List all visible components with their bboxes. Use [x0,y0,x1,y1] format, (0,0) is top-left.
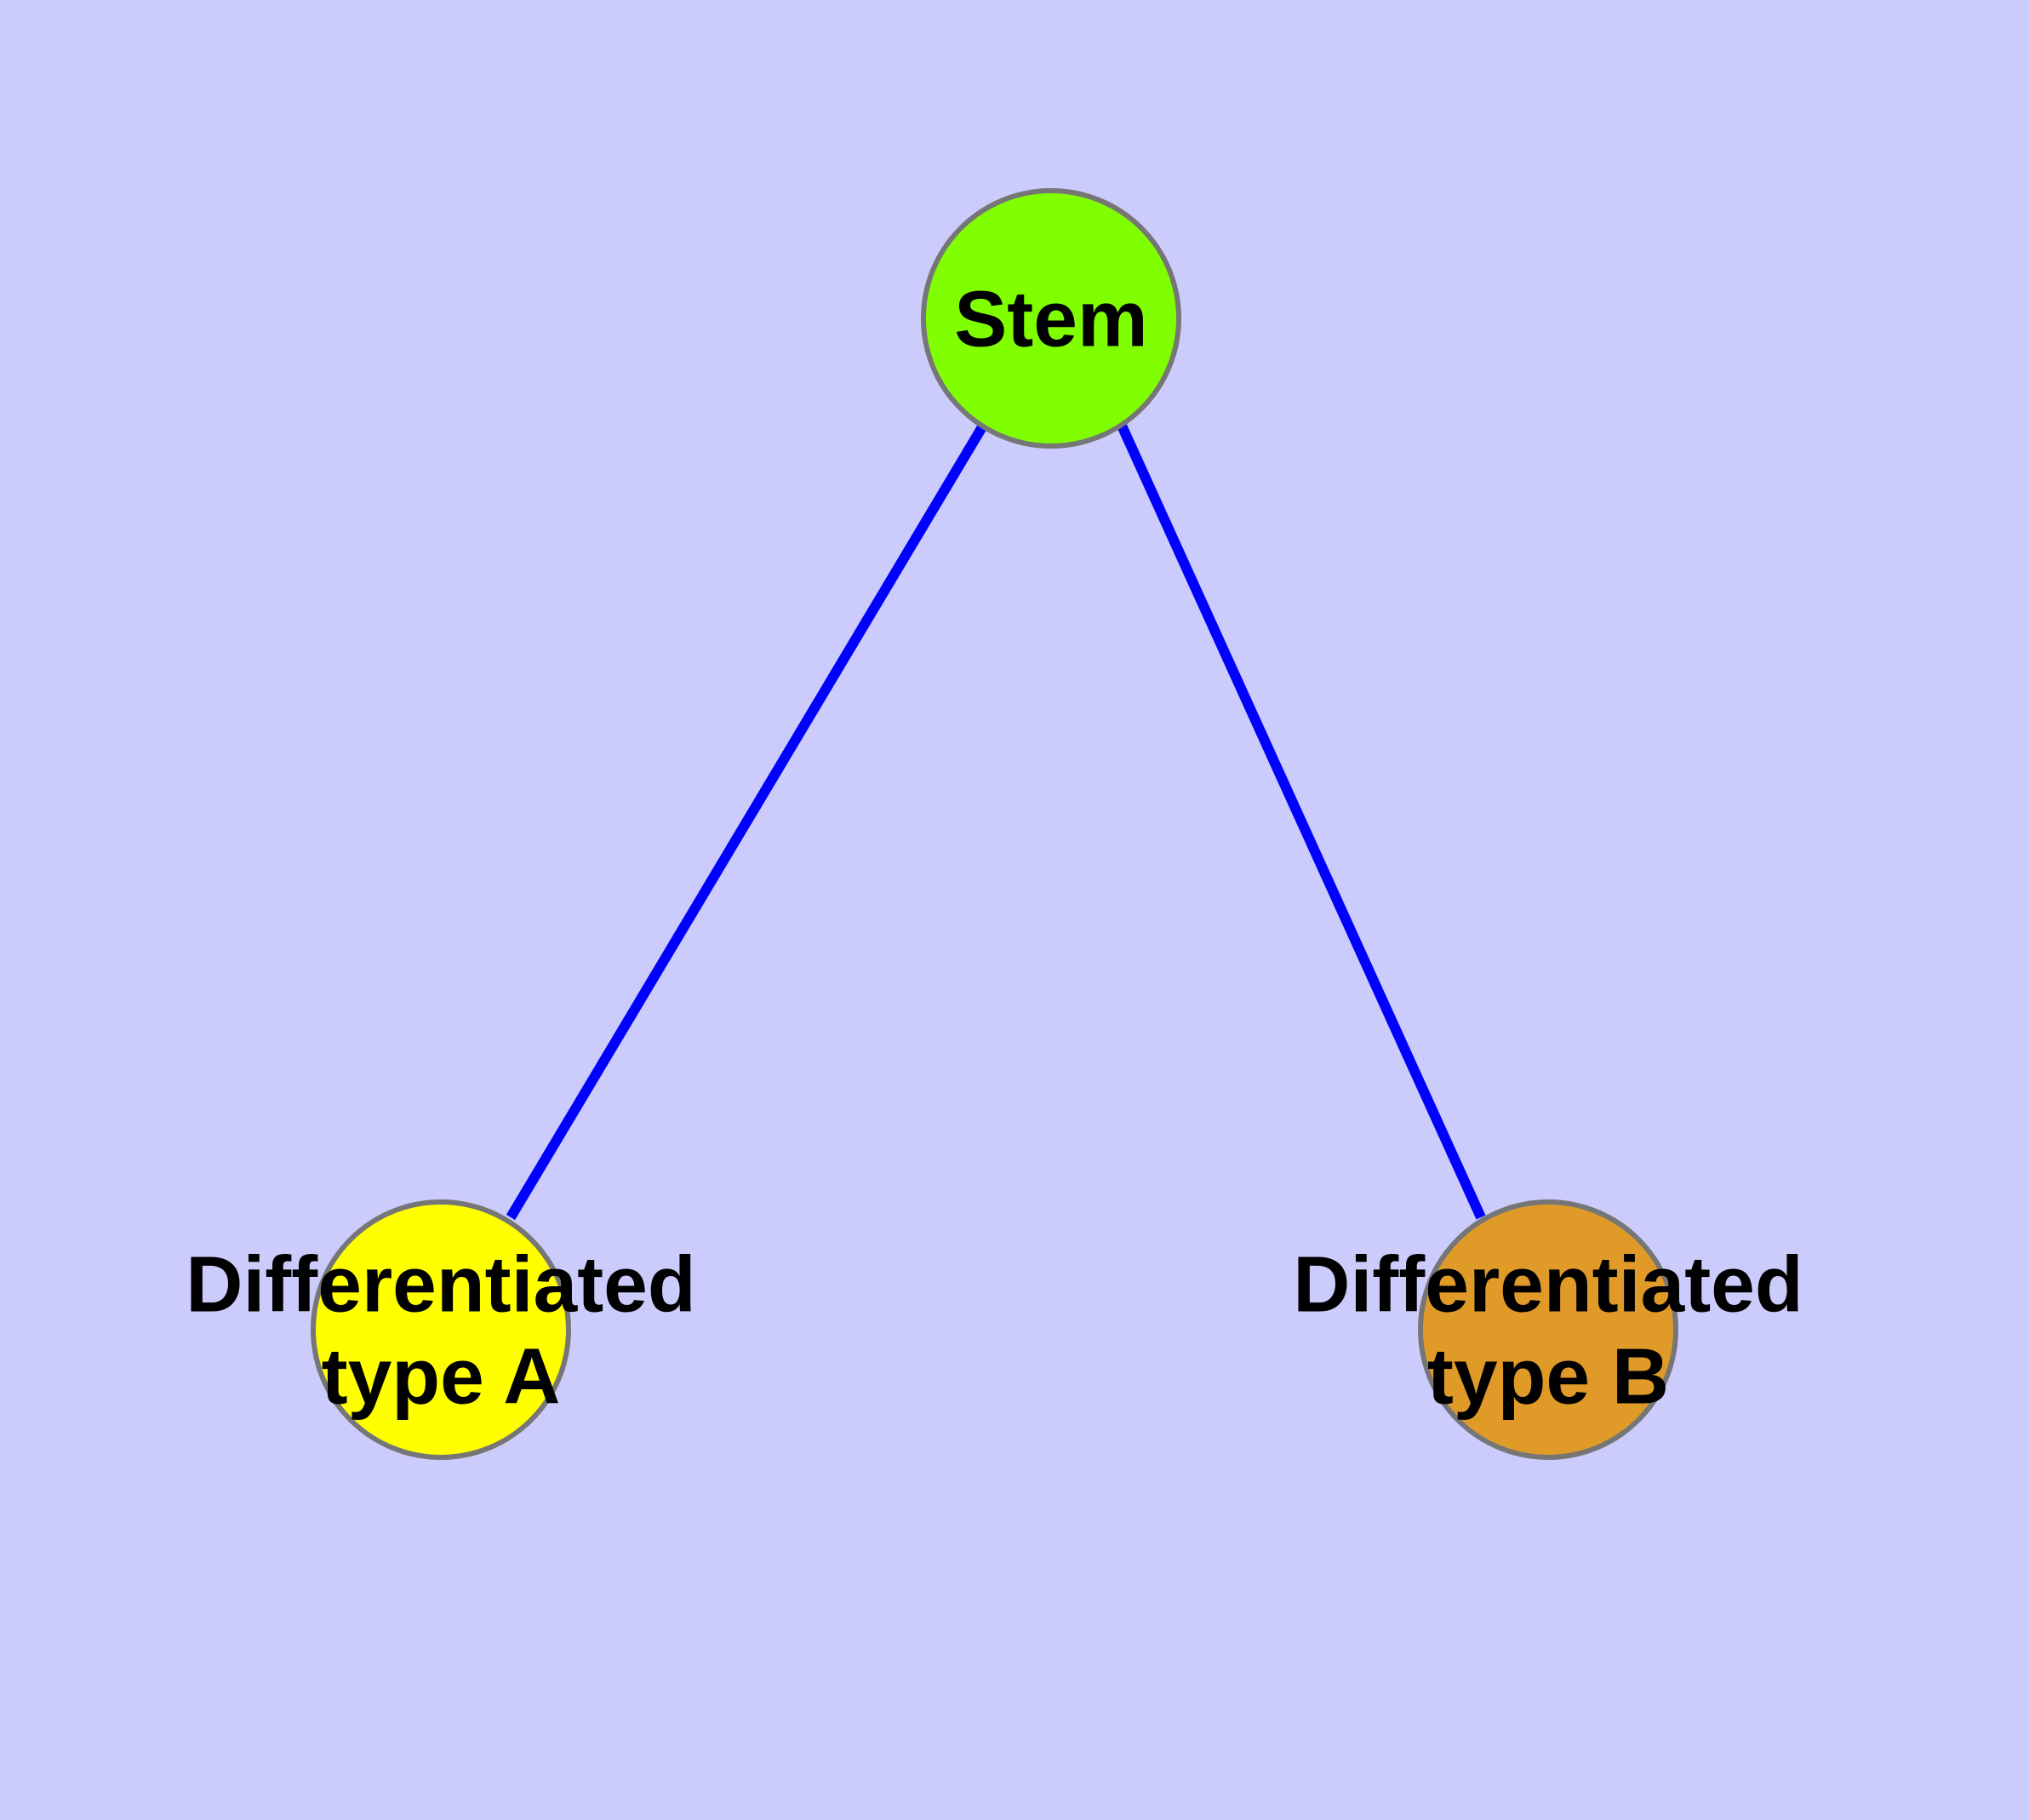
node-circle-diff-b[interactable] [1418,1199,1678,1460]
edges-layer [506,422,1486,1221]
node-circle-stem[interactable] [921,188,1181,449]
node-label-line: Differentiated [1293,1240,1803,1329]
graph-edge-stem-to-diff-a[interactable] [506,422,988,1221]
node-label-stem: Stem [954,275,1147,363]
node-circle-diff-a[interactable] [311,1199,571,1460]
node-label-line: type A [322,1331,561,1420]
node-label-line: type B [1427,1331,1669,1420]
node-label-line: Differentiated [186,1240,695,1329]
graph-node-stem[interactable]: Stem [921,188,1181,449]
graph-edge-stem-to-diff-b[interactable] [1117,423,1486,1220]
node-label-line: Stem [954,275,1147,363]
